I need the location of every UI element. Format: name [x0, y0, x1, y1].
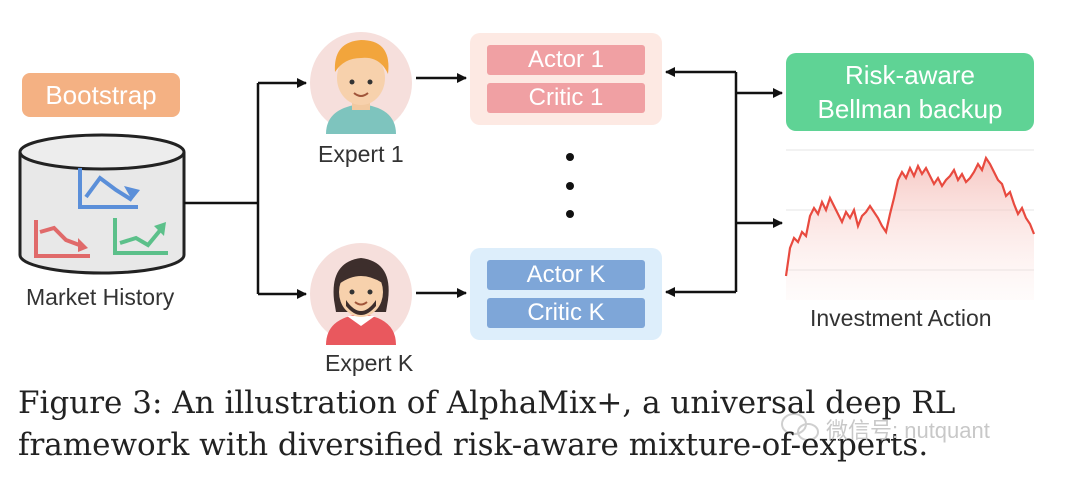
figure-caption-line-2: framework with diversified risk-aware mi…: [18, 427, 929, 463]
investment-area: [786, 158, 1034, 300]
wechat-icon: [781, 413, 819, 441]
database-icon: [18, 133, 186, 275]
actor-critic-panel-k: Actor K Critic K: [470, 248, 662, 340]
expert-1-label: Expert 1: [318, 141, 404, 167]
connector-experts-panels: [416, 73, 467, 298]
expert-1-avatar: [310, 32, 412, 134]
critic-1-label: Critic 1: [487, 83, 645, 113]
actor-k-label: Actor K: [487, 260, 645, 290]
connector-panels-right: [665, 67, 783, 297]
investment-chart: [784, 149, 1036, 300]
critic-k-label: Critic K: [487, 298, 645, 328]
risk-box-line-1: Risk-aware: [844, 60, 976, 90]
ellipsis-dots: [566, 153, 574, 218]
chart-down-red-icon: [34, 220, 90, 258]
watermark-text: 微信号: nutquant: [826, 418, 990, 443]
figure-caption-line-1: Figure 3: An illustration of AlphaMix+, …: [18, 385, 956, 421]
expert-k-avatar: [310, 243, 412, 345]
actor-1-label: Actor 1: [487, 45, 645, 75]
chart-down-blue-icon: [78, 168, 140, 209]
risk-aware-bellman-box: Risk-aware Bellman backup: [786, 53, 1034, 131]
risk-box-line-2: Bellman backup: [817, 94, 1003, 124]
chart-up-green-icon: [113, 218, 168, 255]
expert-k-label: Expert K: [325, 350, 414, 376]
actor-critic-panel-1: Actor 1 Critic 1: [470, 33, 662, 125]
investment-action-label: Investment Action: [810, 305, 992, 331]
bootstrap-tag: Bootstrap: [22, 73, 180, 117]
market-history-label: Market History: [26, 284, 175, 310]
investment-line: [784, 155, 1036, 277]
connector-db-experts: [184, 78, 307, 299]
